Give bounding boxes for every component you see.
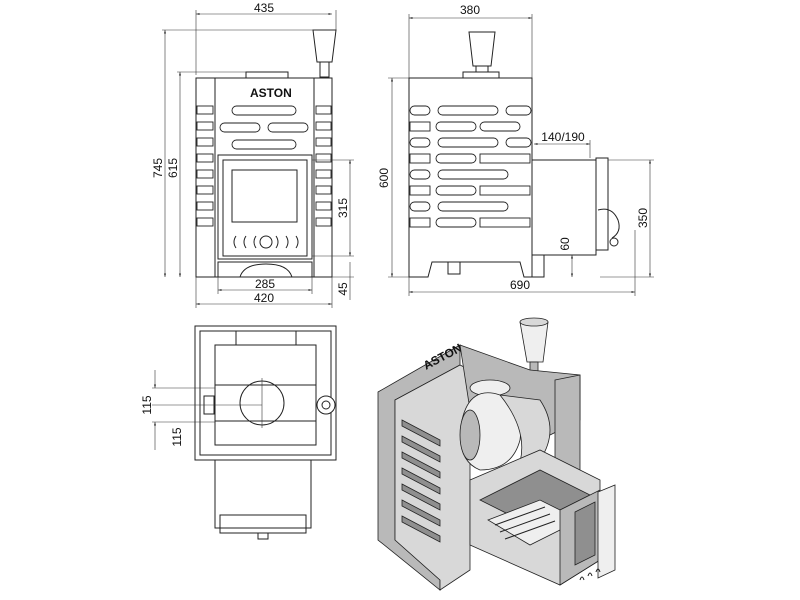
dim-tunnel-base: 60 [558,237,572,251]
front-view: ASTON 435 74 [151,1,354,308]
fire-door [217,154,313,260]
side-slots [196,105,332,227]
dim-tunnel-length: 140/190 [541,130,585,144]
dim-door-height: 315 [336,198,350,218]
brand-logo: ASTON [250,86,292,100]
dim-tunnel-height: 350 [636,208,650,228]
isometric-cutaway-view: ASTON [377,317,616,591]
iso-slots [401,419,441,543]
dim-offset-lower: 115 [170,427,184,446]
side-slots [409,105,532,228]
flue-pipe [312,29,337,78]
dim-body-width: 420 [254,291,274,305]
dim-door-width: 285 [255,277,275,291]
dim-offset-upper: 115 [140,395,154,414]
chimney-knob [316,395,336,415]
fire-tunnel [531,157,620,278]
dim-total-height: 745 [151,158,165,178]
dim-overall-width: 435 [254,1,274,15]
top-view: 115 115 [140,325,337,540]
dim-leg-height: 45 [336,282,350,296]
dim-overall-depth: 690 [510,278,530,292]
side-view: 380 600 140/190 350 60 690 [377,3,654,296]
dim-side-height: 600 [377,168,391,188]
dim-body-depth: 380 [460,3,480,17]
dim-body-height: 615 [166,158,180,178]
